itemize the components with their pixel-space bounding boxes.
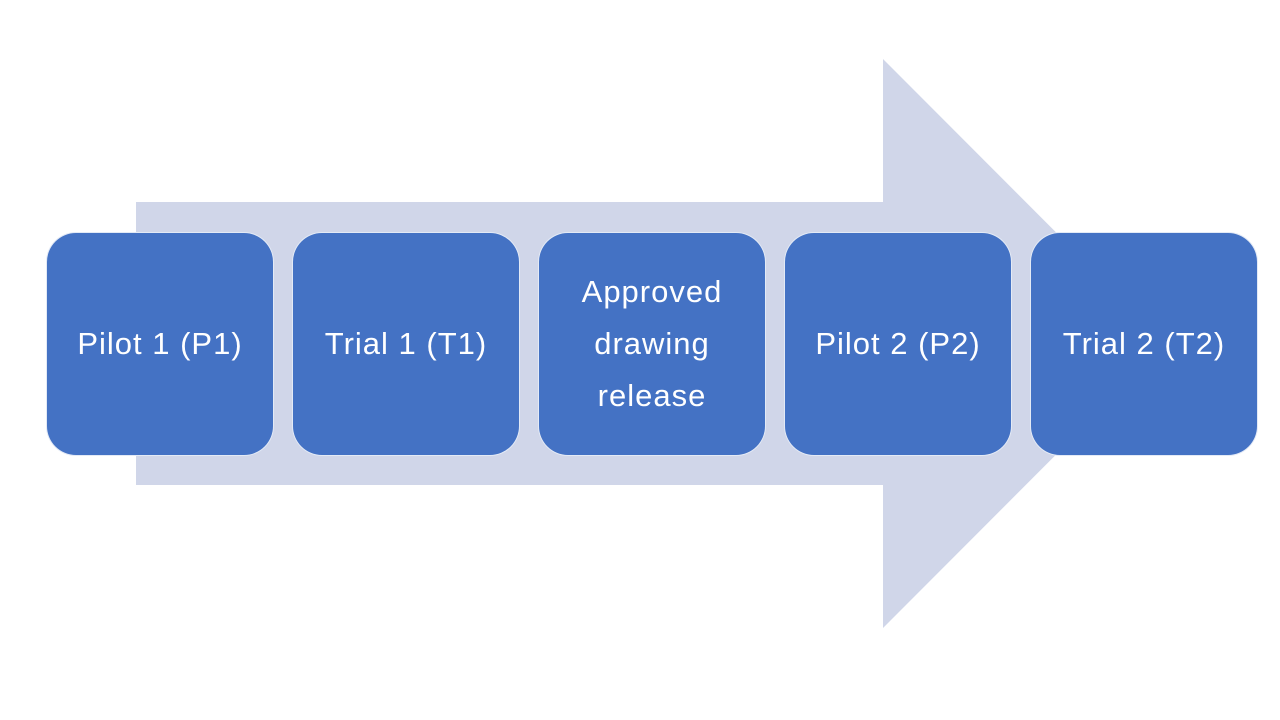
process-steps: Pilot 1 (P1) Trial 1 (T1) Approved drawi… bbox=[46, 232, 1258, 456]
process-step-label: Trial 2 (T2) bbox=[1062, 326, 1226, 361]
process-step-pilot-2: Pilot 2 (P2) bbox=[784, 232, 1012, 456]
process-step-label: Pilot 2 (P2) bbox=[815, 326, 981, 361]
process-step-label: Pilot 1 (P1) bbox=[77, 326, 243, 361]
process-step-label: Trial 1 (T1) bbox=[324, 326, 488, 361]
process-step-trial-2: Trial 2 (T2) bbox=[1030, 232, 1258, 456]
process-step-approved-drawing-release: Approved drawing release bbox=[538, 232, 766, 456]
process-step-label: Approved drawing release bbox=[581, 274, 723, 413]
process-step-trial-1: Trial 1 (T1) bbox=[292, 232, 520, 456]
process-step-pilot-1: Pilot 1 (P1) bbox=[46, 232, 274, 456]
